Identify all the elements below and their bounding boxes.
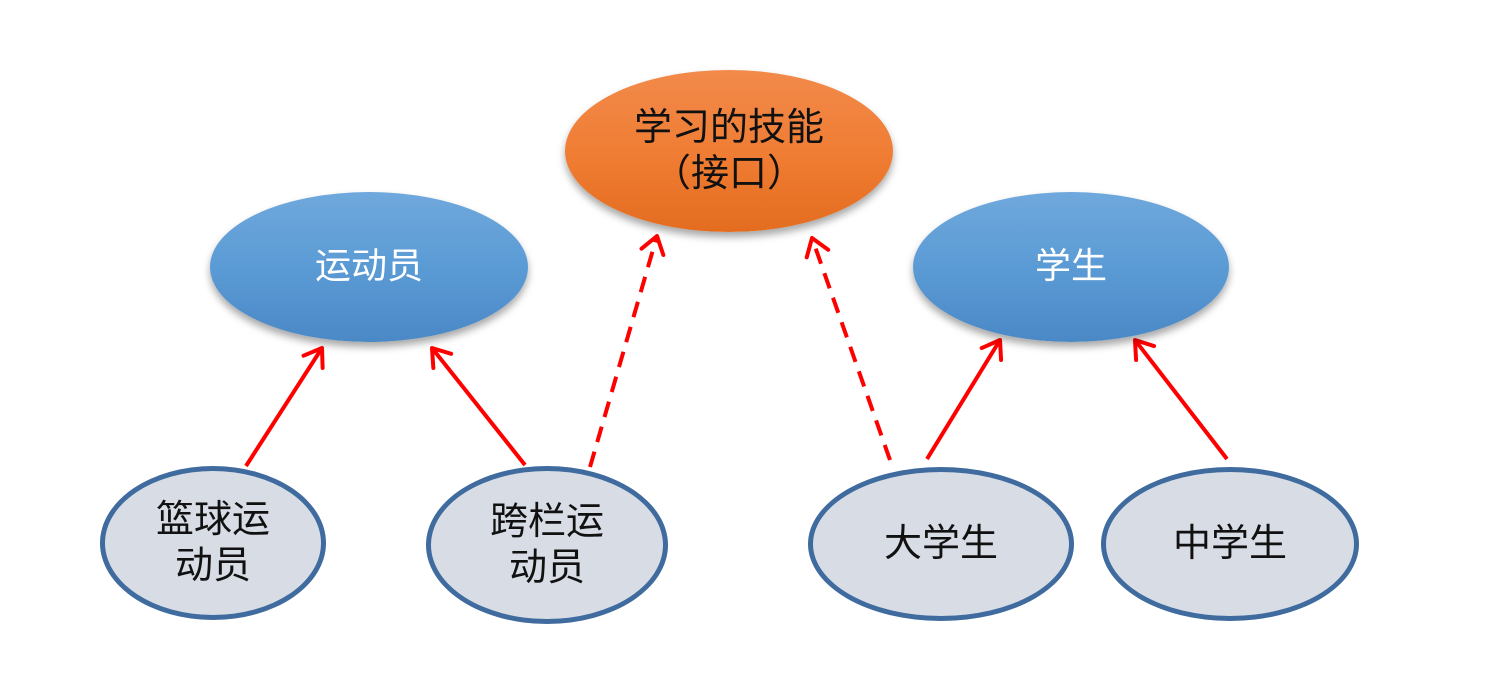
- parent-node-student: 学生: [913, 192, 1229, 342]
- child-node-middle-school-student: 中学生: [1101, 467, 1359, 621]
- middle-node-label: 中学生: [1172, 521, 1287, 566]
- child-node-college-student: 大学生: [808, 467, 1074, 621]
- edge-college-to-interface: [810, 237, 892, 461]
- parent-node-athlete: 运动员: [210, 192, 528, 342]
- edge-hurdle-to-interface: [588, 235, 659, 468]
- arrowhead-athlete-icon: [430, 346, 454, 370]
- edge-basketball-to-athlete: [244, 346, 324, 468]
- college-node-label: 大学生: [883, 521, 998, 566]
- arrowhead-student-icon: [1133, 338, 1157, 362]
- interface-node-learning-skill: 学习的技能 （接口）: [565, 70, 893, 232]
- arrowhead-interface-icon: [639, 234, 666, 257]
- athlete-node-label: 运动员: [314, 246, 423, 288]
- edge-hurdle-to-athlete: [430, 346, 527, 467]
- student-node-label: 学生: [1034, 246, 1107, 288]
- hurdle-node-label: 跨栏运 动员: [489, 499, 604, 589]
- arrowhead-student-icon: [979, 338, 1004, 362]
- child-node-hurdle-athlete: 跨栏运 动员: [426, 466, 668, 624]
- child-node-basketball-player: 篮球运 动员: [100, 466, 326, 620]
- interface-node-label: 学习的技能 （接口）: [633, 105, 824, 195]
- basketball-node-label: 篮球运 动员: [155, 497, 270, 587]
- arrowhead-interface-icon: [804, 236, 831, 260]
- arrowhead-athlete-icon: [301, 346, 325, 370]
- edge-college-to-student: [925, 338, 1002, 461]
- edge-middle-to-student: [1133, 338, 1229, 461]
